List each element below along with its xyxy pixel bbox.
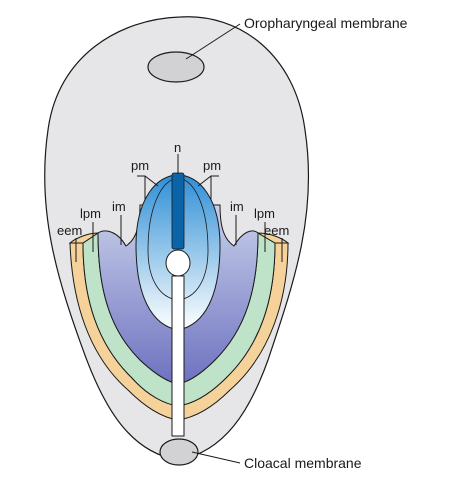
cloacal-leader: [191, 451, 241, 464]
oropharyngeal-membrane: [147, 51, 205, 83]
eem-right-label: eem: [264, 223, 289, 238]
cloacal-membrane: [159, 438, 199, 466]
pm-right-label: pm: [203, 158, 221, 173]
lpm-left-label: lpm: [80, 206, 101, 221]
primitive-node: [165, 249, 191, 277]
oropharyngeal-label: Oropharyngeal membrane: [244, 15, 408, 31]
oropharyngeal-leader: [185, 23, 241, 60]
im-right-label: im: [230, 199, 244, 214]
lpm-right-label: lpm: [254, 206, 275, 221]
im-left-label: im: [112, 199, 126, 214]
cloacal-label: Cloacal membrane: [244, 455, 362, 471]
eem-left-label: eem: [57, 223, 82, 238]
primitive-streak: [171, 275, 185, 437]
pm-left-label: pm: [131, 158, 149, 173]
n-label: n: [174, 140, 181, 155]
notochord: [171, 172, 185, 250]
